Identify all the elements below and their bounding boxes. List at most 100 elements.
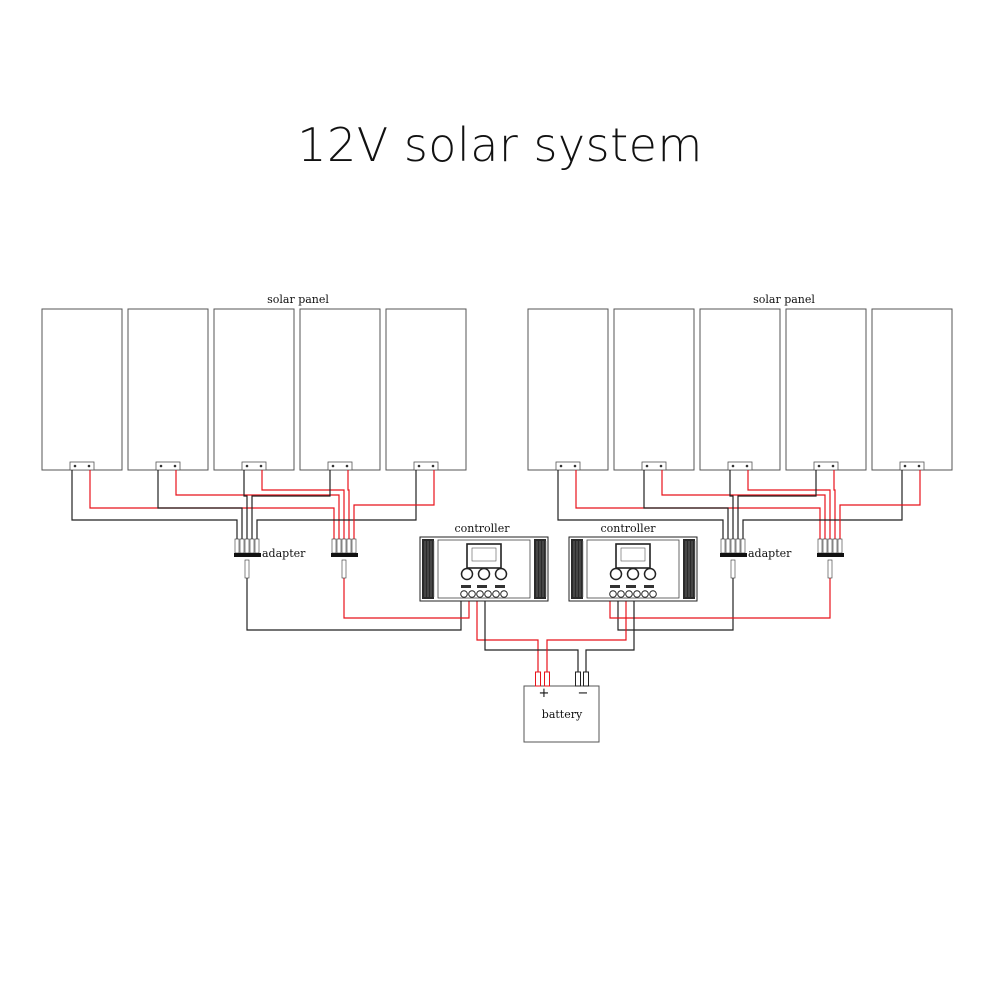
junction-terminal-neg-r4 [817, 464, 821, 468]
wire-controller-r-pos-to-battery [546, 598, 627, 672]
junction-box-r4 [813, 461, 839, 471]
battery-terminal-neg-2 [583, 671, 589, 687]
junction-box-r2 [641, 461, 667, 471]
wire-controller-r-neg-to-battery [585, 598, 635, 672]
wire-pos-panel-r3 [747, 470, 831, 539]
adapter-label-left: adapter [262, 547, 306, 560]
solar-panel-r5 [871, 308, 953, 471]
adapters [234, 538, 844, 579]
controller-right-button-1 [609, 567, 623, 581]
controller-right-icon-1 [610, 585, 620, 588]
wire-neg-panel-r5 [742, 470, 903, 539]
controller-left-terminal-4 [484, 590, 492, 598]
controller-left-icon-3 [495, 585, 505, 588]
controller-right-icon-3 [644, 585, 654, 588]
controller-label-right: controller [601, 522, 657, 535]
adapter-r-pos-branch-5 [837, 538, 843, 554]
controller-left-terminal-1 [460, 590, 468, 598]
adapter-r-neg-branch-3 [730, 538, 736, 554]
controller-right-terminal-2 [617, 590, 625, 598]
adapter-label-right: adapter [748, 547, 792, 560]
battery-body [523, 685, 600, 743]
junction-terminal-neg-l3 [245, 464, 249, 468]
junction-terminal-neg-r5 [903, 464, 907, 468]
solar-panel-r3 [699, 308, 781, 471]
controllers [419, 536, 698, 602]
adapter-l-neg-branch-2 [239, 538, 245, 554]
controller-left-terminal-2 [468, 590, 476, 598]
adapter-l-neg-body [234, 553, 261, 557]
adapter-r-pos-branch-4 [832, 538, 838, 554]
wire-adapter-l-pos-to-controller [343, 578, 470, 619]
adapter-l-pos-branch-5 [351, 538, 357, 554]
controller-left-terminal-6 [500, 590, 508, 598]
controller-left-display-screen [471, 547, 497, 562]
solar-panel-l4 [299, 308, 381, 471]
junction-terminal-neg-r1 [559, 464, 563, 468]
wire-controller-l-pos-to-battery [476, 598, 539, 672]
wire-neg-panel-r2 [643, 470, 729, 539]
adapter-r-neg-plug [730, 559, 736, 579]
adapter-l-neg-branch-3 [244, 538, 250, 554]
wire-adapter-r-neg-to-controller [617, 578, 734, 631]
controller-right-terminal-4 [633, 590, 641, 598]
wire-pos-panel-r4 [833, 470, 836, 539]
solar-panel-l5 [385, 308, 467, 471]
solar-panel-label-left: solar panel [267, 293, 329, 306]
adapter-l-pos-branch-4 [346, 538, 352, 554]
wire-pos-panel-l3 [261, 470, 345, 539]
battery-minus-sign: − [578, 686, 589, 701]
adapter-r-pos-branch-1 [817, 538, 823, 554]
junction-box-l1 [69, 461, 95, 471]
adapter-l-pos-branch-3 [341, 538, 347, 554]
solar-panel-label-right: solar panel [753, 293, 815, 306]
wire-pos-panel-r2 [661, 470, 826, 539]
adapter-l-neg-branch-4 [249, 538, 255, 554]
controller-left-terminal-5 [492, 590, 500, 598]
wire-neg-panel-l5 [256, 470, 417, 539]
junction-box-r3 [727, 461, 753, 471]
junction-box-l4 [327, 461, 353, 471]
adapter-l-neg-branch-1 [234, 538, 240, 554]
controller-left-icon-2 [477, 585, 487, 588]
junction-terminal-neg-r3 [731, 464, 735, 468]
junction-terminal-pos-l5 [431, 464, 435, 468]
junction-terminal-pos-l1 [87, 464, 91, 468]
adapter-l-neg-plug [244, 559, 250, 579]
solar-panel-r4 [785, 308, 867, 471]
battery-terminals [535, 671, 589, 687]
controller-left-button-1 [460, 567, 474, 581]
controller-right-terminal-5 [641, 590, 649, 598]
wire-pos-panel-l5 [353, 470, 435, 539]
controller-right-terminal-6 [649, 590, 657, 598]
wire-controller-l-neg-to-battery [484, 598, 579, 672]
adapter-r-neg-body [720, 553, 747, 557]
controller-right-button-2 [626, 567, 640, 581]
battery-terminal-pos-2 [544, 671, 550, 687]
junction-terminal-pos-r2 [659, 464, 663, 468]
adapter-r-pos-branch-3 [827, 538, 833, 554]
adapter-r-neg-branch-4 [735, 538, 741, 554]
controller-right-button-3 [643, 567, 657, 581]
junction-terminal-pos-l3 [259, 464, 263, 468]
controller-left-button-3 [494, 567, 508, 581]
wire-pos-panel-l1 [89, 470, 335, 539]
junction-box-l2 [155, 461, 181, 471]
junction-box-r5 [899, 461, 925, 471]
battery: battery + − [523, 671, 600, 743]
controller-right-terminal-1 [609, 590, 617, 598]
adapter-l-pos-branch-2 [336, 538, 342, 554]
adapter-l-pos-plug [341, 559, 347, 579]
wiring [71, 470, 921, 672]
junction-box-l5 [413, 461, 439, 471]
solar-panel-l1 [41, 308, 123, 471]
adapter-r-pos-body [817, 553, 844, 557]
wire-pos-panel-l4 [347, 470, 350, 539]
controller-right-icon-2 [626, 585, 636, 588]
controller-left-icon-1 [461, 585, 471, 588]
junction-terminal-pos-r3 [745, 464, 749, 468]
wire-adapter-l-neg-to-controller [246, 578, 462, 631]
junction-terminal-neg-l4 [331, 464, 335, 468]
solar-panels [41, 308, 953, 471]
page-title: 12V solar system [297, 118, 703, 172]
